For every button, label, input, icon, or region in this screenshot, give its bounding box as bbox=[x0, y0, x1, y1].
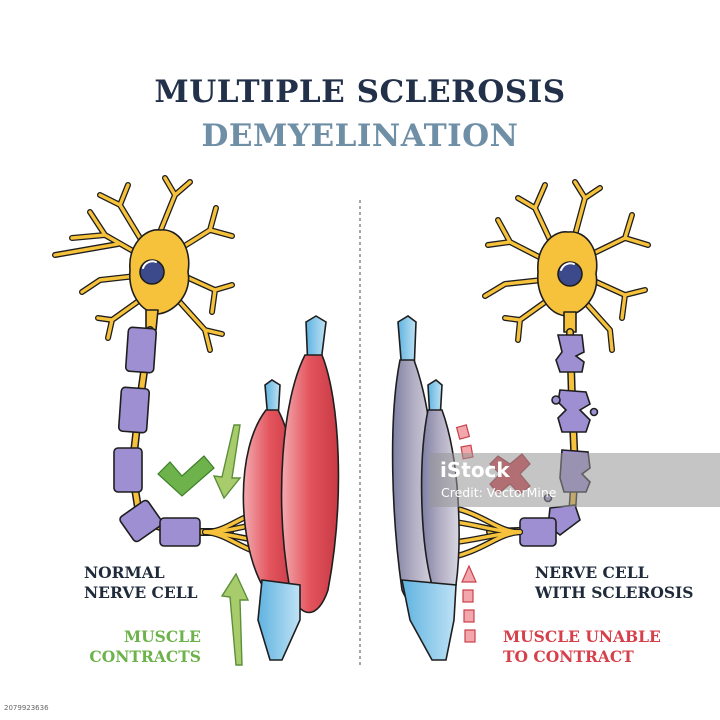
stock-id: 2079923636 bbox=[4, 704, 49, 712]
normal-myelin-sheath bbox=[113, 326, 201, 547]
damaged-myelin-sheath bbox=[519, 334, 599, 547]
contracting-muscle bbox=[242, 315, 340, 661]
sclerosis-nerve-cell-label: NERVE CELL WITH SCLEROSIS bbox=[535, 563, 694, 602]
watermark-banner bbox=[430, 453, 720, 507]
muscle-unable-label: MUSCLE UNABLE TO CONTRACT bbox=[503, 627, 661, 666]
muscle-contracts-label: MUSCLE CONTRACTS bbox=[89, 627, 201, 666]
title-line2: DEMYELINATION bbox=[201, 118, 519, 154]
title-line1: MULTIPLE SCLEROSIS bbox=[154, 74, 566, 110]
sclerosis-neuron bbox=[482, 179, 651, 353]
contract-arrows bbox=[212, 424, 250, 666]
normal-neuron bbox=[52, 175, 235, 353]
normal-nerve-cell-label: NORMAL NERVE CELL bbox=[84, 563, 198, 602]
watermark-credit: Credit: VectorMine bbox=[441, 485, 557, 500]
checkmark-icon bbox=[157, 455, 215, 497]
watermark-brand: iStock bbox=[440, 458, 510, 482]
